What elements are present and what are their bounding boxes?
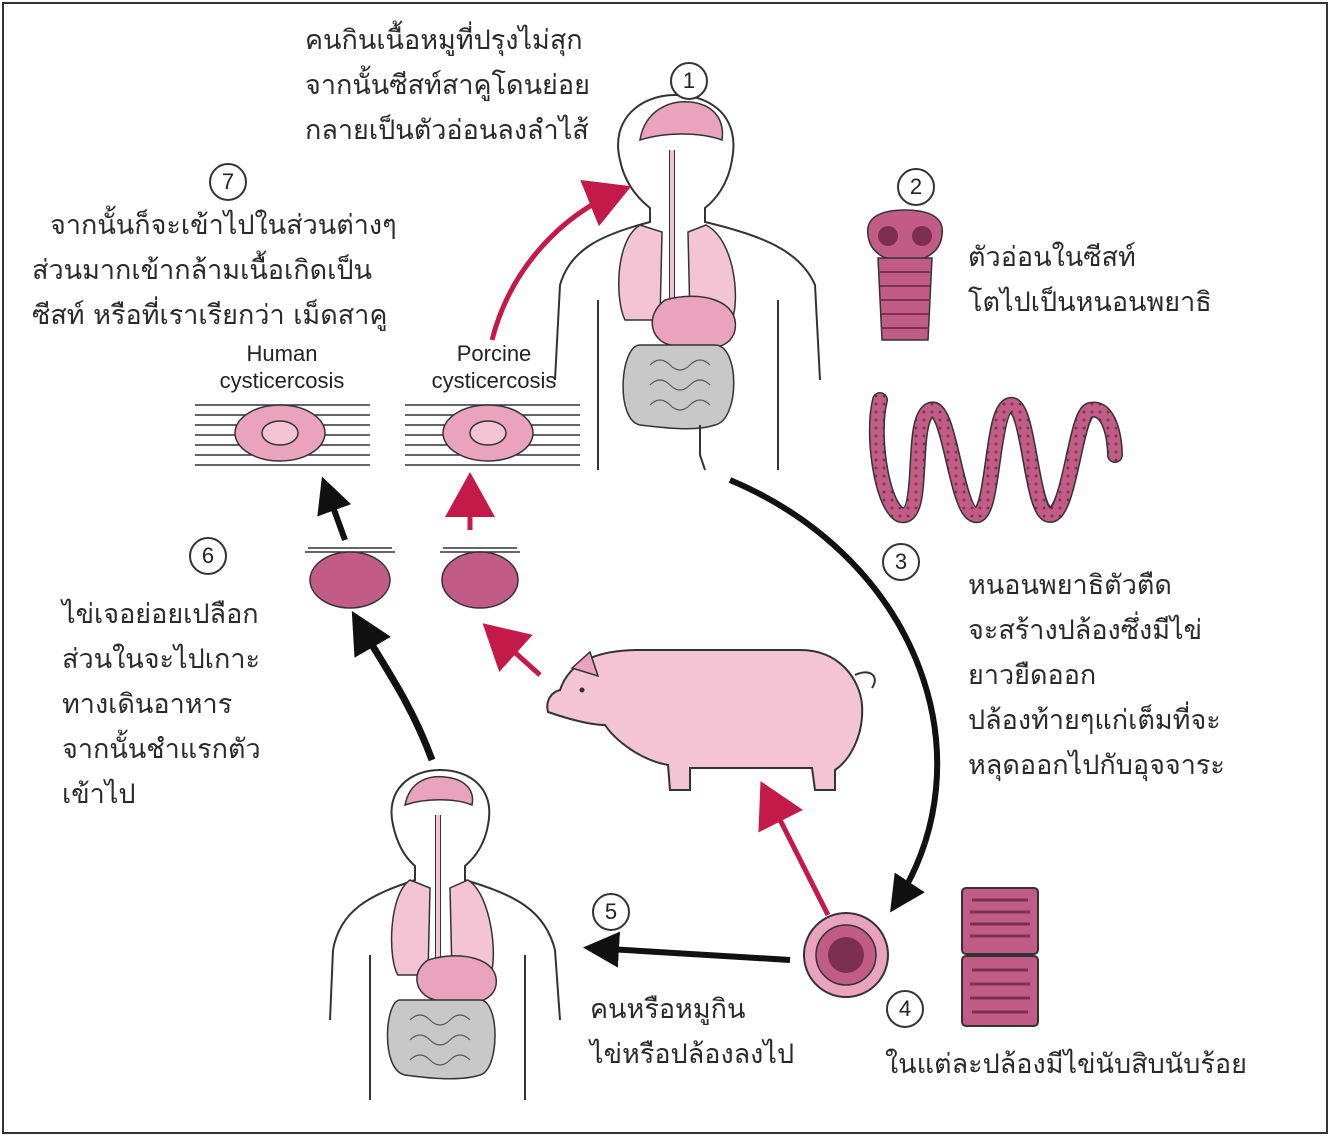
step-number-5: 5	[592, 893, 630, 931]
step-3-line: ยาวยืดออก	[968, 653, 1225, 698]
step-2-text: ตัวอ่อนในซีสท์ โตไปเป็นหนอนพยาธิ	[968, 235, 1212, 325]
egg-icon	[804, 913, 888, 997]
step-3-line: หลุดออกไปกับอุจจาระ	[968, 743, 1225, 788]
step-number-2: 2	[897, 168, 935, 206]
porcine-cyst-tissue	[405, 405, 580, 465]
human-body-icon	[330, 770, 560, 1100]
step-4-line: ในแต่ละปล้องมีไข่นับสิบนับร้อย	[885, 1042, 1247, 1087]
step-number-1: 1	[670, 62, 708, 100]
step-3-text: หนอนพยาธิตัวตืด จะสร้างปล้องซึ่งมีไข่ ยา…	[968, 563, 1225, 788]
step-6-line: ไข่เจอย่อยเปลือก	[62, 592, 261, 637]
human-body-icon	[555, 95, 820, 470]
porcine-label-line: cysticercosis	[404, 367, 584, 394]
step-number-6: 6	[189, 537, 227, 575]
proglottid-icon	[962, 888, 1038, 1026]
arrow-egg-to-pig	[765, 790, 828, 915]
step-7-text: จากนั้นก็จะเข้าไปในส่วนต่างๆ ส่วนมากเข้า…	[32, 203, 397, 338]
arrow-cyst-to-human	[492, 190, 622, 340]
human-label-line: cysticercosis	[192, 367, 372, 394]
pig-icon	[547, 650, 875, 790]
step-7-line: ซีสท์ หรือที่เราเรียกว่า เม็ดสาคู	[32, 293, 397, 338]
step-1-line: คนกินเนื้อหมูที่ปรุงไม่สุก	[305, 18, 590, 63]
tapeworm-scolex-icon	[868, 210, 943, 340]
step-5-line: คนหรือหมูกิน	[590, 987, 794, 1032]
cyst-icon	[305, 548, 520, 608]
step-6-line: ส่วนในจะไปเกาะ	[62, 637, 261, 682]
step-number-4: 4	[886, 990, 924, 1028]
step-7-line: จากนั้นก็จะเข้าไปในส่วนต่างๆ	[32, 203, 397, 248]
step-2-line: ตัวอ่อนในซีสท์	[968, 235, 1212, 280]
step-3-line: จะสร้างปล้องซึ่งมีไข่	[968, 608, 1225, 653]
arrow-pig-to-oncosphere	[490, 630, 540, 675]
step-number-7: 7	[209, 163, 247, 201]
step-7-line: ส่วนมากเข้ากล้ามเนื้อเกิดเป็น	[32, 248, 397, 293]
step-number-3: 3	[882, 543, 920, 581]
arrow-egg-to-human	[592, 948, 790, 960]
step-5-text: คนหรือหมูกิน ไข่หรือปล้องลงไป	[590, 987, 794, 1077]
step-1-line: กลายเป็นตัวอ่อนลงลำไส้	[305, 108, 590, 153]
human-cyst-tissue	[195, 405, 370, 465]
step-3-line: หนอนพยาธิตัวตืด	[968, 563, 1225, 608]
porcine-cysticercosis-label: Porcine cysticercosis	[404, 340, 584, 394]
human-cysticercosis-label: Human cysticercosis	[192, 340, 372, 394]
tapeworm-body-icon	[877, 400, 1115, 515]
step-5-line: ไข่หรือปล้องลงไป	[590, 1032, 794, 1077]
step-6-text: ไข่เจอย่อยเปลือก ส่วนในจะไปเกาะ ทางเดินอ…	[62, 592, 261, 817]
step-1-line: จากนั้นซีสท์สาคูโดนย่อย	[305, 63, 590, 108]
porcine-label-line: Porcine	[404, 340, 584, 367]
step-6-line: ทางเดินอาหาร	[62, 682, 261, 727]
step-2-line: โตไปเป็นหนอนพยาธิ	[968, 280, 1212, 325]
step-6-line: จากนั้นชำแรกตัว	[62, 727, 261, 772]
step-6-line: เข้าไป	[62, 772, 261, 817]
step-1-text: คนกินเนื้อหมูที่ปรุงไม่สุก จากนั้นซีสท์ส…	[305, 18, 590, 153]
human-label-line: Human	[192, 340, 372, 367]
arrow-oncosphere-to-human-cyst	[325, 485, 345, 540]
arrow-human-to-oncosphere	[357, 620, 432, 760]
step-4-text: ในแต่ละปล้องมีไข่นับสิบนับร้อย	[885, 1042, 1247, 1087]
step-3-line: ปล้องท้ายๆแก่เต็มที่จะ	[968, 698, 1225, 743]
